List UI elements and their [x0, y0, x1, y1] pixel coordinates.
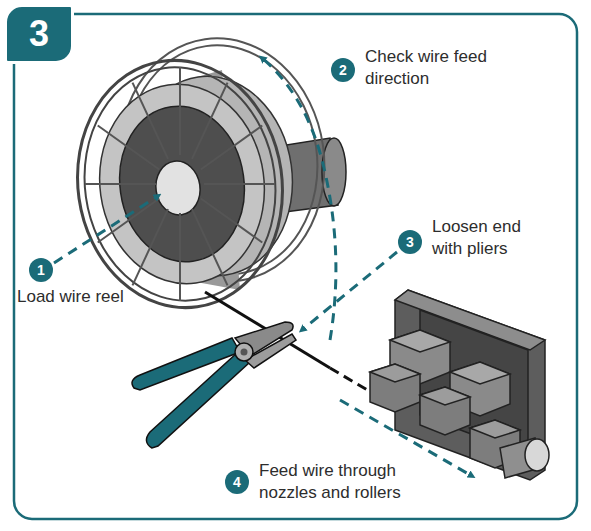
callout-number: 1 — [37, 263, 45, 277]
callout-circle: 4Feed wire through nozzles and rollers — [225, 470, 249, 494]
reel-spoke — [98, 126, 159, 170]
callout-caption: Check wire feed direction — [365, 46, 515, 90]
callout-caption: Feed wire through nozzles and rollers — [259, 460, 437, 504]
reel-spoke — [204, 183, 275, 185]
reel-front-frame — [62, 47, 299, 321]
reel-spoke — [179, 213, 181, 301]
callout-circle: 2Check wire feed direction — [331, 58, 355, 82]
callout-number: 3 — [406, 235, 414, 249]
reel-spoke — [192, 209, 228, 285]
reel-spoke — [179, 67, 181, 155]
callout-caption: Loosen end with pliers — [432, 216, 542, 260]
wire-spool — [87, 66, 305, 295]
callout-arrows — [54, 58, 472, 476]
callout-circle: 1Load wire reel — [29, 258, 53, 282]
reel-spoke — [201, 199, 262, 243]
reel-spoke — [98, 199, 159, 243]
callout-caption: Load wire reel — [17, 286, 187, 308]
callout-number: 4 — [233, 475, 241, 489]
step-badge: 3 — [4, 4, 74, 64]
callout-circle: 3Loosen end with pliers — [398, 230, 422, 254]
pliers — [132, 322, 296, 448]
callout-number: 2 — [339, 63, 347, 77]
reel-spoke — [201, 126, 262, 170]
reel-spoke — [133, 209, 169, 285]
wire-feeder — [370, 290, 549, 480]
frame — [14, 14, 577, 519]
reel-spoke — [192, 83, 228, 159]
reel-spoke — [85, 183, 156, 185]
reel-spoke — [133, 83, 169, 159]
step-number: 3 — [29, 16, 49, 52]
